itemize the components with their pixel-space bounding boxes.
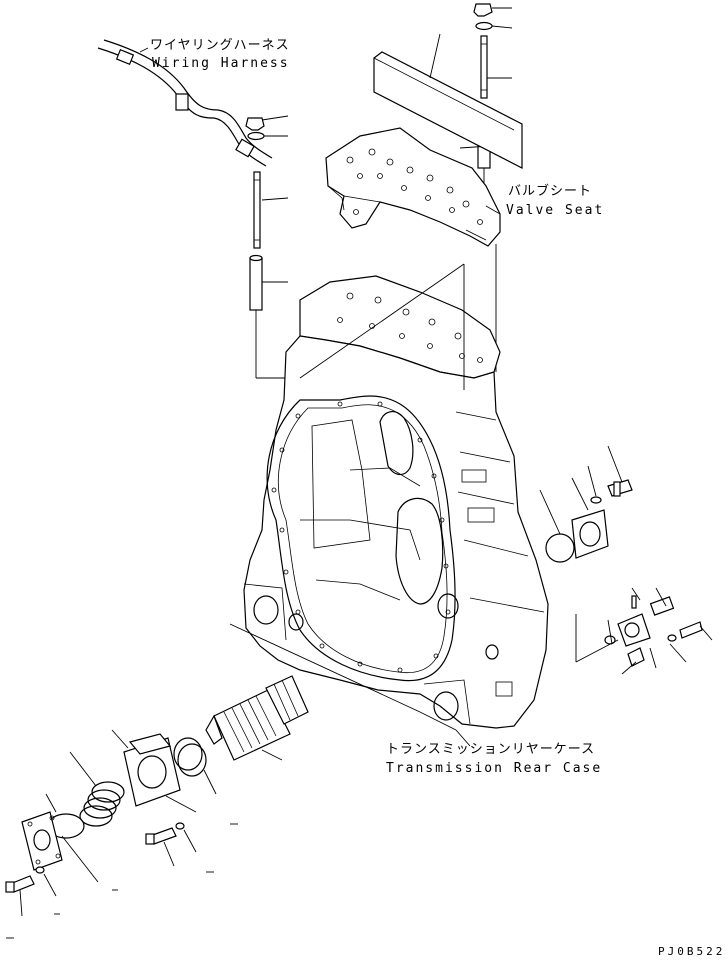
valve-seat-label-en: Valve Seat [506,203,605,218]
right-side-cover [539,445,633,563]
wiring-harness-label-en: Wiring Harness [152,56,290,71]
wiring-harness [97,39,273,167]
valve-seat-label-jp: バルブシート [508,184,593,199]
rear-case-label-en: Transmission Rear Case [386,761,603,776]
right-fitting [575,587,713,675]
rear-case [229,263,549,747]
stud-set-left [245,115,300,379]
stud-set-right [373,3,523,184]
drawing-code: PJ0B522 [658,945,726,958]
lower-left-parts [5,729,238,939]
strainer [205,675,309,761]
rear-case-label-jp: トランスミッションリヤーケース [386,742,596,757]
valve-seat [325,127,501,372]
wiring-harness-label-jp: ワイヤリングハーネス [150,38,290,53]
